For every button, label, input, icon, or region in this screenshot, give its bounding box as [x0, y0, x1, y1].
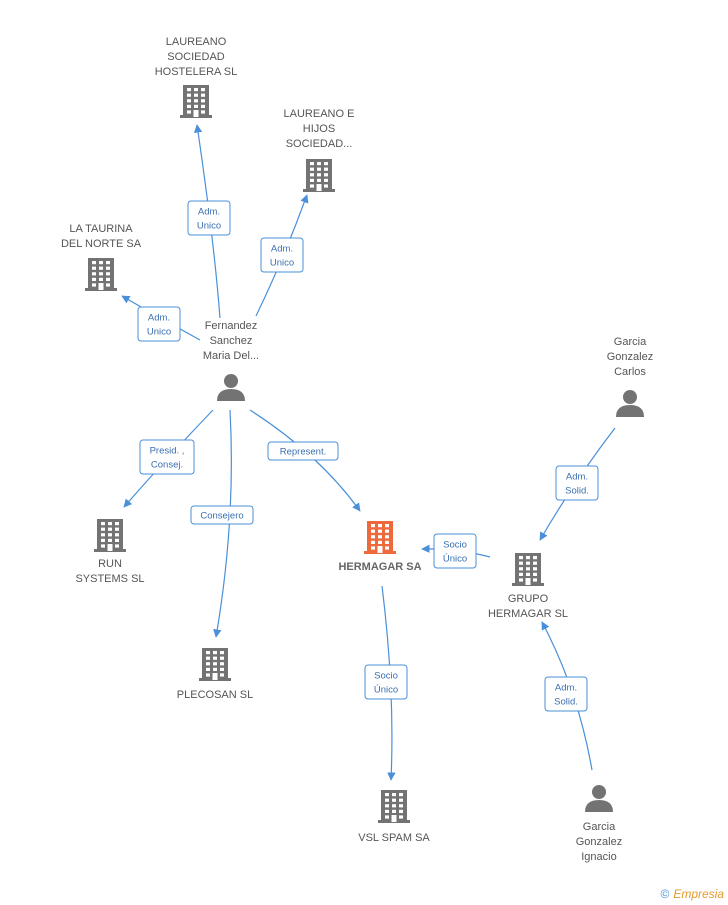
company-building-icon	[85, 258, 117, 291]
footer-brand: ©Empresia	[660, 887, 724, 901]
node-label: LAUREANO	[166, 36, 227, 48]
company-building-icon	[94, 519, 126, 552]
node-label: Sanchez	[210, 335, 253, 347]
person-icon	[616, 390, 644, 417]
node-label: HOSTELERA SL	[155, 66, 238, 78]
relation-badge-label: Presid. ,	[150, 446, 185, 457]
relation-badge-label: Adm.	[555, 683, 577, 694]
relation-badge-label: Unico	[197, 221, 221, 232]
node-label: Gonzalez	[576, 836, 622, 848]
node-grupo-hermagar[interactable]: GRUPO HERMAGAR SL	[488, 553, 568, 620]
node-label: GRUPO	[508, 593, 549, 605]
brand-name: Empresia	[673, 887, 724, 901]
relation-badge-box	[137, 306, 181, 342]
node-label: RUN	[98, 558, 122, 570]
relation-badge-label: Solid.	[554, 697, 578, 708]
relation-badge[interactable]: Represent.	[267, 441, 339, 461]
company-building-icon	[303, 159, 335, 192]
node-run-systems[interactable]: RUN SYSTEMS SL	[75, 519, 145, 585]
relation-badge[interactable]: Adm. Unico	[187, 200, 231, 236]
node-label: LAUREANO E	[284, 108, 355, 120]
node-la-taurina[interactable]: LA TAURINA DEL NORTE SA	[61, 223, 142, 291]
relation-badge[interactable]: Adm. Solid.	[555, 465, 599, 501]
node-label: Garcia	[583, 821, 616, 833]
node-label: SOCIEDAD	[167, 51, 225, 63]
relation-badge-label: Adm.	[198, 207, 220, 218]
node-label: Fernandez	[205, 320, 258, 332]
relation-badge-box	[139, 439, 195, 475]
relation-badge-label: Único	[443, 554, 467, 565]
company-building-icon	[199, 648, 231, 681]
node-label: DEL NORTE SA	[61, 238, 142, 250]
node-label: HERMAGAR SA	[338, 561, 421, 573]
node-label: PLECOSAN SL	[177, 689, 253, 701]
company-building-icon	[512, 553, 544, 586]
relation-badge-box	[187, 200, 231, 236]
node-vsl-spam[interactable]: VSL SPAM SA	[358, 790, 430, 844]
node-hermagar[interactable]: HERMAGAR SA	[338, 521, 422, 573]
relation-badge-label: Socio	[374, 671, 398, 682]
relation-badge[interactable]: Presid. , Consej.	[139, 439, 195, 475]
node-label: Gonzalez	[607, 351, 653, 363]
relation-badge-label: Socio	[443, 540, 467, 551]
node-label: Carlos	[614, 366, 646, 378]
relation-badge-box	[555, 465, 599, 501]
relation-badge-label: Único	[374, 685, 398, 696]
node-label: SOCIEDAD...	[286, 138, 353, 150]
company-building-icon	[378, 790, 410, 823]
company-building-icon	[180, 85, 212, 118]
relation-badge[interactable]: Adm. Unico	[137, 306, 181, 342]
relation-badge-box	[544, 676, 588, 712]
relation-badge-label: Adm.	[566, 472, 588, 483]
person-icon	[217, 374, 245, 401]
relation-badge-label: Adm.	[148, 313, 170, 324]
node-label: Garcia	[614, 336, 647, 348]
copyright-symbol: ©	[660, 887, 670, 901]
node-plecosan[interactable]: PLECOSAN SL	[177, 648, 253, 701]
relation-badge-label: Unico	[270, 258, 294, 269]
node-label: Maria Del...	[203, 350, 259, 362]
node-label: HIJOS	[303, 123, 335, 135]
relation-badge-label: Unico	[147, 327, 171, 338]
relation-badge-box	[267, 441, 339, 461]
relation-badge[interactable]: Adm. Unico	[260, 237, 304, 273]
relation-badge-label: Adm.	[271, 244, 293, 255]
relation-badge[interactable]: Adm. Solid.	[544, 676, 588, 712]
relation-badge-label: Represent.	[280, 447, 326, 458]
node-laureano-hijos[interactable]: LAUREANO E HIJOS SOCIEDAD...	[284, 108, 355, 192]
person-icon	[585, 785, 613, 812]
node-label: HERMAGAR SL	[488, 608, 568, 620]
node-label: LA TAURINA	[69, 223, 133, 235]
main-company-building-icon	[364, 521, 396, 554]
relation-badge-label: Solid.	[565, 486, 589, 497]
node-label: VSL SPAM SA	[358, 832, 430, 844]
relation-badge-box	[364, 664, 408, 700]
relation-badge-box	[260, 237, 304, 273]
node-label: Ignacio	[581, 851, 616, 863]
relation-badge-label: Consej.	[151, 460, 183, 471]
relation-badge[interactable]: Consejero	[190, 505, 254, 525]
relation-badge-box	[433, 533, 477, 569]
relation-badge-box	[190, 505, 254, 525]
relation-badge-label: Consejero	[200, 511, 243, 522]
node-laureano-hostelera[interactable]: LAUREANO SOCIEDAD HOSTELERA SL	[155, 36, 238, 118]
node-label: SYSTEMS SL	[75, 573, 144, 585]
